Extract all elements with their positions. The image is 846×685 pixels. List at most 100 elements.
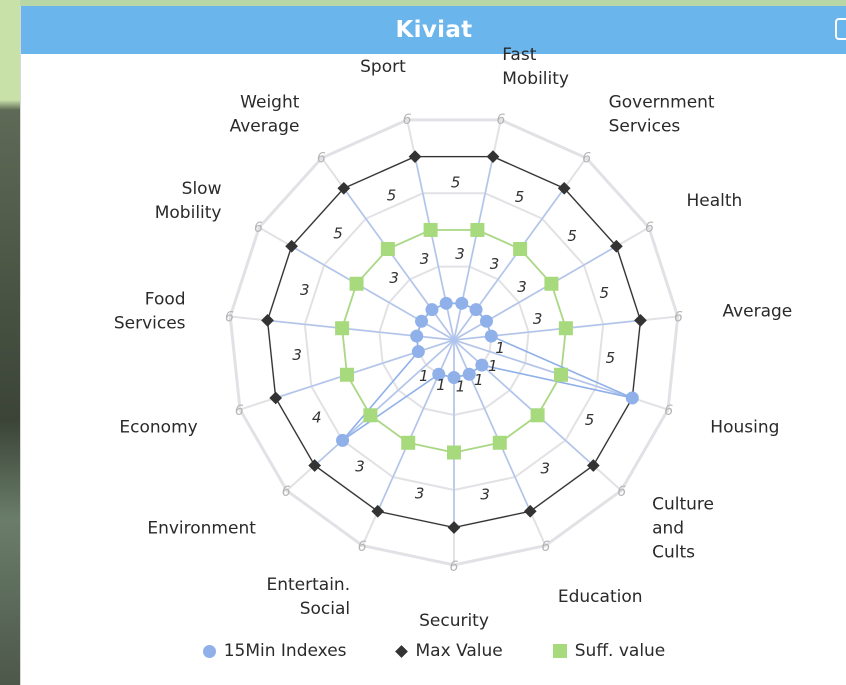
max-value-point: [447, 521, 461, 534]
axis-tick-label: 6: [450, 559, 459, 575]
axis-tick-label: 6: [664, 403, 673, 419]
suff-value-point: [544, 276, 559, 291]
data-label: 1: [488, 357, 498, 375]
kiviat-chart: 6666666666666665555533334335553331111113…: [114, 45, 792, 631]
panel-title: Kiviat: [395, 17, 473, 43]
data-label: 3: [420, 250, 430, 268]
background-map: [0, 0, 20, 685]
max-value-point: [337, 181, 351, 195]
index-point: [625, 391, 639, 405]
max-value-point: [634, 314, 647, 327]
index-point: [336, 433, 350, 447]
max-value-point: [261, 314, 274, 327]
data-label: 3: [517, 278, 527, 296]
legend-label: Max Value: [415, 641, 503, 661]
axis-tick-label: 6: [235, 403, 244, 419]
max-value-point: [371, 504, 385, 518]
legend-item-15min[interactable]: 15Min Indexes: [202, 641, 347, 661]
index-point: [484, 329, 498, 343]
index-point: [479, 314, 493, 328]
axis-tick-label: 6: [674, 309, 683, 325]
data-label: 5: [515, 188, 525, 206]
index-point: [410, 329, 424, 343]
data-label: 5: [567, 227, 577, 245]
legend-label: Suff. value: [574, 641, 666, 661]
suff-value-point: [363, 408, 378, 423]
index-point: [447, 371, 461, 384]
axis-tick-label: 6: [541, 539, 550, 555]
data-label: 3: [455, 245, 465, 263]
expand-icon[interactable]: [835, 18, 846, 40]
axis-tick-label: 6: [358, 539, 367, 555]
data-label: 5: [585, 411, 595, 429]
index-point: [411, 345, 425, 359]
axis-tick-label: 6: [496, 112, 505, 128]
index-point: [475, 358, 489, 372]
category-label: Environment: [147, 518, 256, 538]
index-point: [432, 367, 446, 381]
data-label: 5: [451, 174, 461, 192]
legend-item-max[interactable]: Max Value: [394, 641, 503, 661]
category-label: Education: [558, 587, 643, 607]
index-spoke: [453, 339, 633, 399]
max-value-line: [266, 155, 642, 529]
data-label: 3: [300, 281, 310, 299]
suff-value-point: [513, 241, 528, 256]
data-label: 3: [415, 485, 425, 503]
suff-value-point: [380, 241, 395, 256]
data-label: 4: [312, 408, 322, 426]
data-label: 3: [490, 255, 500, 273]
data-label: 3: [480, 485, 490, 503]
index-spoke: [453, 339, 594, 466]
data-label: 5: [600, 284, 610, 302]
category-label: Entertain.Social: [266, 575, 350, 619]
data-label: 1: [474, 371, 484, 389]
index-point: [462, 367, 476, 381]
max-value-point: [408, 150, 422, 163]
data-label: 3: [355, 457, 365, 475]
axis-tick-label: 6: [317, 150, 326, 166]
legend-item-suff[interactable]: Suff. value: [552, 641, 666, 661]
data-label: 1: [419, 367, 429, 385]
index-point: [425, 303, 439, 317]
axis-tick-label: 6: [645, 220, 654, 236]
suff-value-point: [401, 435, 416, 450]
grid-ring: [228, 118, 680, 567]
index-point: [469, 303, 483, 317]
suff-value-point: [335, 321, 350, 336]
chart-legend: 15Min Indexes Max Value Suff. value: [21, 636, 846, 666]
index-spoke: [314, 339, 455, 466]
grid-ring: [378, 265, 530, 417]
suff-value-point: [423, 222, 438, 237]
data-label: 1: [436, 376, 446, 394]
circle-marker-icon: [202, 644, 216, 658]
data-label: 1: [456, 377, 466, 395]
data-label: 3: [389, 269, 399, 287]
max-value-point: [285, 239, 298, 253]
max-value-point: [486, 150, 500, 163]
suff-value-point: [349, 276, 364, 291]
axis-tick-label: 6: [403, 112, 412, 128]
radar-series: [261, 150, 647, 534]
index-point: [439, 296, 453, 310]
data-label: 3: [533, 310, 543, 328]
suff-value-line: [341, 229, 567, 454]
suff-value-point: [553, 367, 568, 382]
suff-value-point: [470, 222, 485, 237]
category-label: Economy: [119, 418, 197, 438]
index-point: [415, 314, 429, 328]
suff-value-point: [492, 435, 507, 450]
radar-labels: 6666666666666665555533334335553331111113…: [114, 45, 792, 631]
category-label: Average: [722, 302, 792, 322]
data-label: 5: [606, 349, 616, 367]
suff-value-point: [447, 445, 461, 460]
data-label: 1: [495, 339, 505, 357]
axis-tick-label: 6: [617, 484, 626, 500]
category-label: Housing: [710, 418, 779, 438]
